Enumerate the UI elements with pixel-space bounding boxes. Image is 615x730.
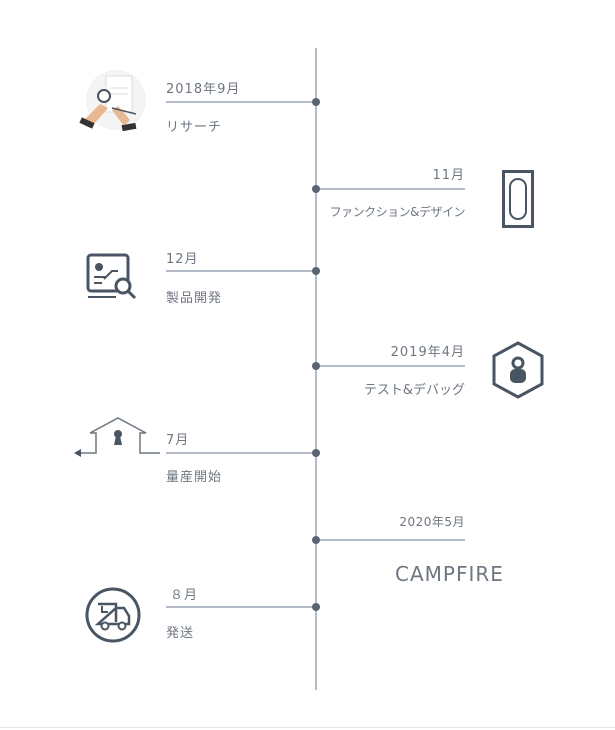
milestone-date: 11月 (432, 168, 465, 183)
milestone-connector (316, 539, 465, 541)
research-icon (79, 70, 146, 132)
milestone-label: 発送 (166, 626, 195, 641)
milestone-date: 12月 (166, 252, 199, 267)
milestone-label: ファンクション&デザイン (329, 205, 466, 219)
campfire-label: CAMPFIRE (395, 562, 504, 586)
milestone-label: リサーチ (166, 120, 223, 135)
milestone-connector (166, 270, 316, 272)
milestone-label: テスト&デバッグ (363, 383, 465, 398)
factory-house-icon (74, 417, 160, 457)
milestone-connector (316, 365, 465, 367)
milestone-label: 製品開発 (166, 291, 223, 306)
milestone-date: ８月 (170, 588, 199, 603)
delivery-truck-icon (85, 587, 141, 643)
milestone-date: 2018年9月 (166, 82, 241, 97)
milestone-date: 2019年4月 (390, 345, 465, 360)
milestone-dot (312, 449, 320, 457)
milestone-connector (166, 606, 316, 608)
device-icon (502, 170, 534, 228)
milestone-date: 2020年5月 (399, 515, 465, 529)
milestone-connector (166, 101, 316, 103)
repair-hexagon-icon (492, 341, 544, 399)
milestone-dot (312, 362, 320, 370)
milestone-label: 量産開始 (166, 470, 223, 485)
milestone-date: 7月 (166, 433, 190, 448)
analysis-icon (86, 253, 137, 300)
footer-divider (0, 727, 615, 728)
milestone-connector (316, 188, 465, 190)
milestone-dot (312, 267, 320, 275)
milestone-connector (166, 452, 316, 454)
milestone-dot (312, 603, 320, 611)
milestone-dot (312, 98, 320, 106)
milestone-dot (312, 536, 320, 544)
milestone-dot (312, 185, 320, 193)
